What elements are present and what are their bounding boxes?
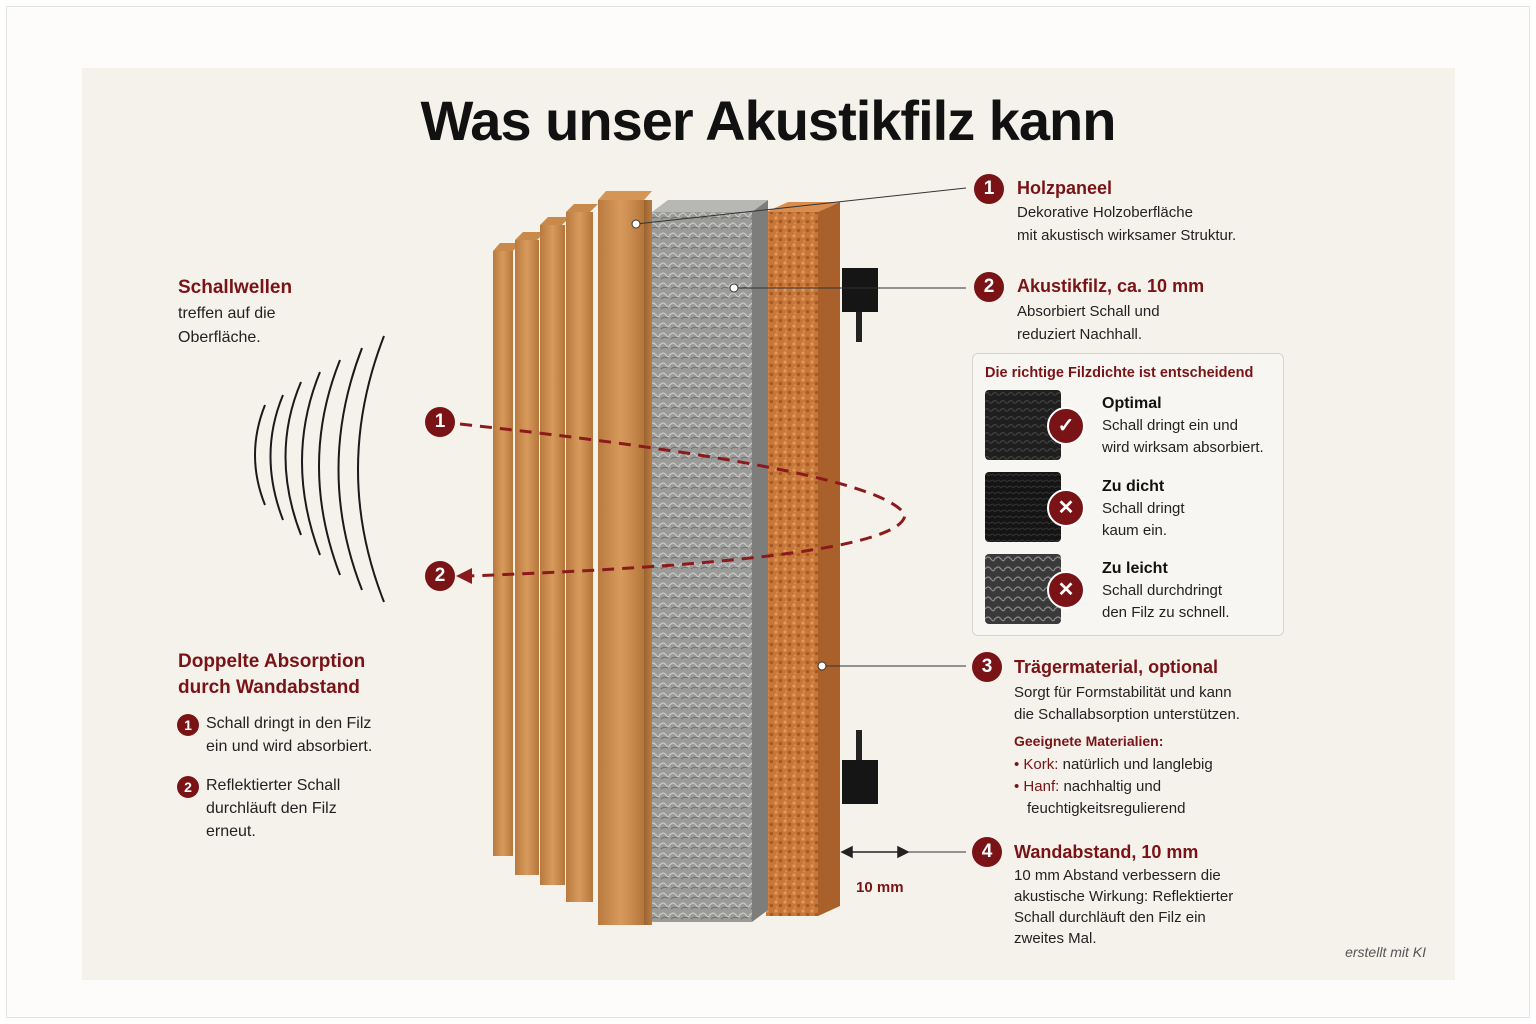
wall-bracket-bottom <box>842 760 878 804</box>
callout-4-line-4: zweites Mal. <box>1014 930 1097 947</box>
cross-icon: ✕ <box>1047 571 1085 609</box>
callout-3-heading: Trägermaterial, optional <box>1014 657 1219 677</box>
step-1-line-1: Schall dringt in den Filz <box>206 715 372 732</box>
felt-density-box: Die richtige Filzdichte ist entscheidend… <box>972 353 1284 636</box>
step-2-line-1: Reflektierter Schall <box>206 777 341 794</box>
option-too-dense-line-2: kaum ein. <box>1102 522 1168 539</box>
callout-2-line-2: reduziert Nachhall. <box>1017 326 1143 343</box>
step-1-line-2: ein und wird absorbiert. <box>206 738 373 755</box>
callout-3-line-2: die Schallabsorption unterstützen. <box>1014 706 1240 723</box>
double-absorption-heading-1: Doppelte Absorption <box>178 651 366 672</box>
callout-4-badge: 4 <box>972 837 1002 867</box>
cork-layer <box>766 202 840 916</box>
step-2-line-3: erneut. <box>206 823 256 840</box>
too-dense-felt-swatch <box>985 472 1061 542</box>
option-optimal-title: Optimal <box>1102 395 1162 412</box>
sound-path-arrowhead <box>456 568 472 584</box>
step-2-line-2: durchläuft den Filz <box>206 800 337 817</box>
option-too-dense-line-1: Schall dringt <box>1102 500 1185 517</box>
step-1-badge: 1 <box>177 714 199 736</box>
callout-4-line-3: Schall durchläuft den Filz ein <box>1014 909 1206 926</box>
callout-3-line-1: Sorgt für Formstabilität und kann <box>1014 684 1232 701</box>
felt-layer <box>652 200 768 922</box>
callout-1-heading: Holzpaneel <box>1017 178 1113 198</box>
material-item-hemp-cont: feuchtigkeitsregulierend <box>1027 800 1186 817</box>
material-item-hemp: • Hanf: nachhaltig und <box>1014 778 1162 795</box>
wall-bracket-top <box>842 268 878 312</box>
option-optimal-line-1: Schall dringt ein und <box>1102 417 1238 434</box>
callout-4-heading: Wandabstand, 10 mm <box>1014 842 1199 862</box>
double-absorption-heading-2: durch Wandabstand <box>178 677 360 698</box>
option-too-dense-title: Zu dicht <box>1102 478 1165 495</box>
option-too-light-line-2: den Filz zu schnell. <box>1102 604 1230 621</box>
materials-heading: Geeignete Materialien: <box>1014 733 1164 749</box>
gap-dimension-arrow <box>840 845 910 859</box>
callout-3-badge: 3 <box>972 652 1002 682</box>
callout-4-line-2: akustische Wirkung: Reflektierter <box>1014 888 1234 905</box>
wood-slats <box>493 191 652 925</box>
waves-text-1: treffen auf die <box>178 305 276 322</box>
step-2-badge: 2 <box>177 776 199 798</box>
too-light-felt-swatch <box>985 554 1061 624</box>
ai-credit: erstellt mit KI <box>1345 944 1426 960</box>
option-too-light-title: Zu leicht <box>1102 560 1168 577</box>
path-marker-1: 1 <box>425 407 455 437</box>
callout-2-badge: 2 <box>974 272 1004 302</box>
callout-2-line-1: Absorbiert Schall und <box>1017 303 1160 320</box>
option-optimal-line-2: wird wirksam absorbiert. <box>1102 439 1264 456</box>
callout-1-line-2: mit akustisch wirksamer Struktur. <box>1017 227 1237 244</box>
sound-waves-icon <box>254 335 385 603</box>
path-marker-2: 2 <box>425 561 455 591</box>
callout-4-line-1: 10 mm Abstand verbessern die <box>1014 867 1221 884</box>
materials-list: • Kork: natürlich und langlebig • Hanf: … <box>1014 754 1213 820</box>
sound-path-dashed <box>459 422 907 578</box>
cross-icon: ✕ <box>1047 489 1085 527</box>
waves-text-2: Oberfläche. <box>178 329 261 346</box>
density-heading: Die richtige Filzdichte ist entscheidend <box>985 365 1254 381</box>
page-title: Was unser Akustikfilz kann <box>420 89 1117 152</box>
callout-1-line-1: Dekorative Holzoberfläche <box>1017 204 1193 221</box>
option-too-light-line-1: Schall durchdringt <box>1102 582 1223 599</box>
check-icon: ✓ <box>1047 407 1085 445</box>
waves-heading: Schallwellen <box>178 277 293 298</box>
gap-label: 10 mm <box>856 879 904 896</box>
callout-2-heading: Akustikfilz, ca. 10 mm <box>1017 276 1205 296</box>
callout-1-badge: 1 <box>974 174 1004 204</box>
material-item-cork: • Kork: natürlich und langlebig <box>1014 756 1213 773</box>
optimal-felt-swatch <box>985 390 1061 460</box>
